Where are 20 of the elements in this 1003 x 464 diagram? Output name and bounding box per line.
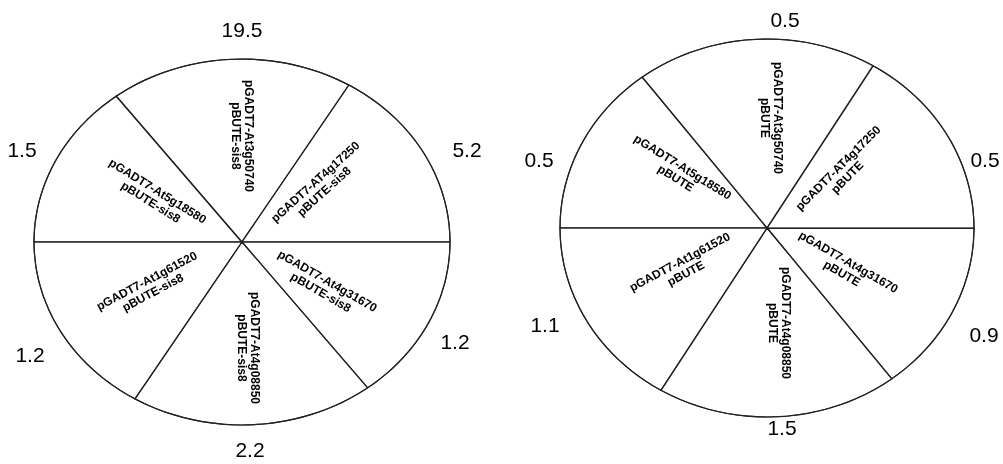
value-label: 1.5 [7,137,37,164]
value-label: 5.2 [452,137,482,164]
plasmid-label: pBUTE-sis8 [235,314,248,382]
value-label: 2.2 [235,437,265,464]
plasmid-label: pBUTE [758,98,771,138]
value-label: 1.5 [767,415,797,442]
construct-label: pGADT7-At4g08850 [779,267,792,379]
construct-label: pGADT7-At3g50740 [771,62,784,174]
plasmid-label: pBUTE [766,303,779,343]
value-label: 1.2 [15,342,45,369]
value-label: 0.5 [970,147,1000,174]
plasmid-label: pBUTE-sis8 [229,102,242,170]
construct-label: pGADT7-At4g08850 [248,292,261,404]
value-label: 0.9 [969,322,999,349]
value-label: 1.2 [440,329,470,356]
value-label: 19.5 [221,17,263,44]
value-label: 0.5 [524,147,554,174]
value-label: 1.1 [530,312,560,339]
value-label: 0.5 [770,7,800,34]
construct-label: pGADT7-At3g50740 [242,80,255,192]
